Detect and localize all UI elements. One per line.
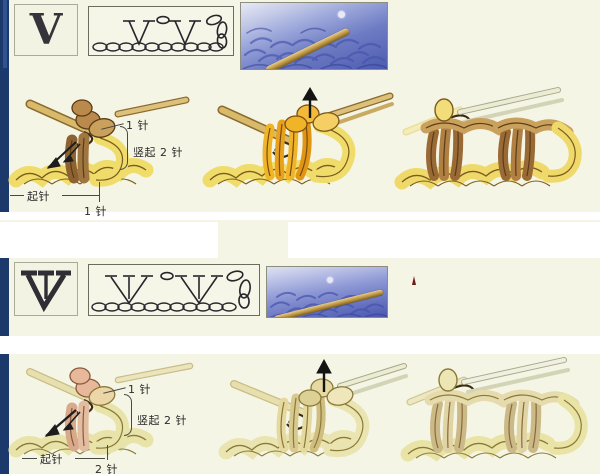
label-two-bottom-left: 起针 [40,453,63,466]
label-two-brace: 竖起 2 针 [137,414,187,427]
label-one-bottom-left: 起针 [27,190,50,203]
chart-chain-space [156,15,170,25]
stitch-chart-one [92,14,228,52]
hook-shaft-secondary [114,362,194,384]
top-loops [284,104,340,133]
step-illustration-2-two [218,358,408,460]
brace-one [120,126,128,170]
direction-arrows [44,409,81,437]
leader-line-two-bottom-left-2 [75,458,105,459]
leader-line-bottom-left [10,195,24,196]
direction-arrows [46,141,81,169]
yarn-photo-two [266,266,388,318]
stitch-chart-box-two [88,264,260,316]
completed-cluster-1 [424,389,510,453]
completed-cluster-2 [492,117,574,181]
yarn-photo-one [240,2,388,70]
brace-two [124,394,132,436]
leader-line-two-bottom-left [22,458,37,459]
photo-yarn-texture [242,27,387,69]
leader-line-two-bottom-center [107,445,108,460]
leader-line-bottom-center [99,182,100,202]
working-loop-ring [309,119,356,184]
chart-cluster-2 [175,275,223,305]
working-loop-ring [89,131,129,187]
chart-cluster-2 [169,20,201,47]
white-band-lower [0,336,600,354]
v-stitch-symbol: V [29,5,63,54]
foundation-chain [91,302,237,312]
chart-turning-chain [226,270,251,309]
red-marker [412,276,416,285]
hook-shaft-secondary [324,92,394,126]
hook-shaft-secondary [461,357,570,394]
label-one-bottom-center: 1 针 [84,205,107,218]
left-edge-strip-bottom [0,354,9,474]
label-one-brace: 竖起 2 针 [133,146,183,159]
label-two-top-right: 1 针 [128,383,151,396]
cluster-stitch-symbol-box [14,262,78,316]
top-loops [69,367,116,406]
white-band-upper [0,212,600,220]
working-loop-ring [89,399,129,455]
top-loops [71,99,116,138]
cluster-stitch-symbol [21,270,71,313]
right-turning-loop [541,121,582,183]
up-arrow [302,87,318,118]
left-edge-strip-top [0,0,9,212]
chart-turning-chain [205,14,228,49]
stitch-chart-two [91,270,251,312]
step-illustration-3-one [394,87,582,190]
hook-tip-highlight [338,11,345,18]
white-band-left [0,222,218,258]
left-edge-strip-accent [3,0,7,68]
leader-line-bottom-left-2 [62,195,100,196]
chart-chain-space [160,271,174,281]
chart-cluster-1 [123,20,155,47]
loop-on-hook [438,368,458,392]
step-illustration-3-two [400,357,588,462]
step-illustration-1-two [8,362,194,458]
label-two-bottom-center: 2 针 [95,463,118,474]
stitch-chart-box-one [88,6,234,56]
step-illustration-1-one [8,96,190,188]
chart-cluster-1 [105,275,153,305]
white-band-right [288,222,600,258]
right-turning-loop [547,393,588,455]
loop-on-hook [434,98,454,122]
up-arrow [316,358,332,392]
hook-shaft-secondary [337,363,408,398]
hook-shaft-secondary [457,87,564,124]
foundation-chain [92,42,224,52]
stitch-posts-bundle [262,117,312,181]
completed-cluster-1 [420,117,506,181]
hook-shaft-secondary [114,96,190,118]
v-stitch-symbol-box: V [14,4,78,56]
working-loop-ring [323,393,370,458]
top-loops [298,378,354,407]
label-one-top-right: 1 针 [126,119,149,132]
step-illustration-2-one [202,87,394,188]
left-edge-strip-mid [0,258,9,336]
hook-tip-highlight [327,277,333,283]
